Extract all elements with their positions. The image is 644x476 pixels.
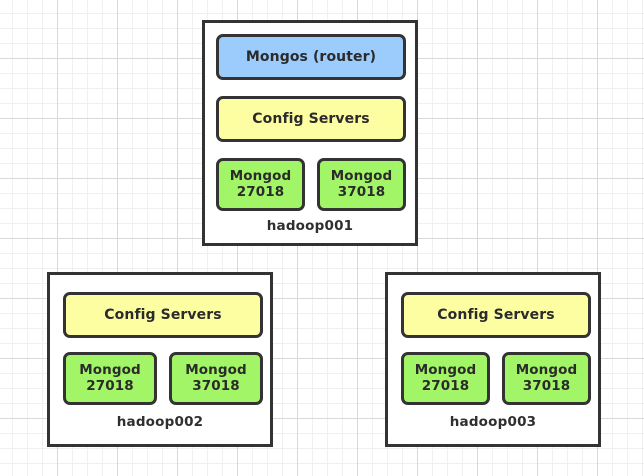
node-mongod-37018-hadoop001[interactable]: Mongod 37018 [317,158,406,211]
node-mongod-37018-hadoop002[interactable]: Mongod 37018 [169,352,263,405]
node-config-servers-hadoop001[interactable]: Config Servers [216,96,406,142]
node-mongos-router-hadoop001[interactable]: Mongos (router) [216,34,406,80]
node-mongod-27018-hadoop002[interactable]: Mongod 27018 [63,352,157,405]
node-mongod-27018-hadoop003[interactable]: Mongod 27018 [401,352,490,405]
host-label-hadoop002: hadoop002 [116,414,204,430]
host-box-hadoop003[interactable]: Config Servers Mongod 27018 Mongod 37018… [385,272,601,447]
host-box-hadoop002[interactable]: Config Servers Mongod 27018 Mongod 37018… [47,272,273,447]
node-mongod-27018-hadoop001[interactable]: Mongod 27018 [216,158,305,211]
host-label-hadoop003: hadoop003 [449,414,537,430]
node-config-servers-hadoop003[interactable]: Config Servers [401,292,591,338]
host-label-hadoop001: hadoop001 [266,218,354,234]
node-config-servers-hadoop002[interactable]: Config Servers [63,292,263,338]
host-box-hadoop001[interactable]: Mongos (router) Config Servers Mongod 27… [202,20,418,246]
node-mongod-37018-hadoop003[interactable]: Mongod 37018 [502,352,591,405]
